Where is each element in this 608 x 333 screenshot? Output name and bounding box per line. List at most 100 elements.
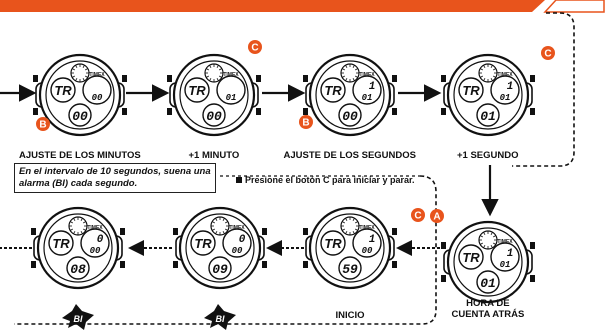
right-top-digits: 0 — [239, 234, 246, 246]
button-letter: C — [251, 43, 258, 54]
left-subdial — [50, 77, 76, 103]
bottom-digits: 00 — [206, 109, 222, 124]
bottom-digits: 09 — [212, 262, 228, 277]
left-subdial — [48, 230, 74, 256]
mode-indicator: TR — [54, 83, 72, 98]
right-bottom-digits: 00 — [362, 246, 373, 256]
brand-logo: TIMEX — [223, 72, 239, 78]
button-letter: B — [302, 118, 309, 129]
bottom-digits: 00 — [72, 109, 88, 124]
right-subdial — [490, 242, 520, 272]
button-c-callout: C — [411, 208, 425, 222]
left-subdial — [190, 230, 216, 256]
bottom-subdial — [66, 256, 90, 280]
watch-3: TR TIMEX 101 00 — [303, 53, 397, 137]
bottom-subdial — [338, 256, 362, 280]
brand-logo: TIMEX — [359, 72, 375, 78]
bottom-subdial — [476, 103, 500, 127]
button-letter: C — [544, 49, 551, 60]
watch-7: TR TIMEX 000 09 — [173, 206, 267, 290]
step-label: HORA DE CUENTA ATRÁS — [451, 298, 525, 320]
button-b-callout: B — [36, 117, 50, 131]
beep-burst: BI — [204, 304, 236, 330]
right-bottom-digits: 00 — [90, 246, 101, 256]
bullet-square — [236, 177, 242, 183]
flow-border-top — [512, 12, 575, 167]
step-label: +1 SEGUNDO — [457, 150, 519, 161]
watch-6: TR TIMEX 100 59 — [303, 206, 397, 290]
alarm-note: En el intervalo de 10 segundos, suena un… — [14, 163, 216, 193]
brand-logo: TIMEX — [87, 225, 103, 231]
mode-indicator: TR — [52, 236, 70, 251]
right-top-digits: 1 — [507, 81, 514, 93]
bottom-digits: 01 — [480, 276, 496, 291]
button-c-callout: C — [541, 46, 555, 60]
mode-indicator: TR — [462, 250, 480, 265]
watch-1: TR TIMEX 00 00 — [33, 53, 127, 137]
brand-logo: TIMEX — [359, 225, 375, 231]
beep-burst: BI — [62, 304, 94, 330]
right-subdial — [222, 228, 252, 258]
step-label: +1 MINUTO — [188, 150, 240, 161]
button-letter: C — [414, 211, 421, 222]
right-bottom-digits: 01 — [226, 93, 237, 103]
mode-indicator: TR — [324, 83, 342, 98]
brand-logo: TIMEX — [229, 225, 245, 231]
bottom-subdial — [202, 103, 226, 127]
step-label: AJUSTE DE LOS SEGUNDOS — [283, 150, 417, 161]
start-stop-instruction: Presione el botón C para iniciar y parar… — [236, 175, 415, 185]
right-top-digits: 1 — [369, 234, 376, 246]
left-subdial — [458, 77, 484, 103]
bottom-subdial — [338, 103, 362, 127]
button-c-callout: C — [248, 40, 262, 54]
right-subdial — [82, 75, 112, 105]
right-top-digits: 1 — [369, 81, 376, 93]
brand-logo: TIMEX — [497, 72, 513, 78]
left-subdial — [184, 77, 210, 103]
watch-8: TR TIMEX 000 08 — [31, 206, 125, 290]
header-bar — [0, 0, 545, 12]
beep-label: BI — [216, 314, 225, 324]
mode-indicator: TR — [194, 236, 212, 251]
right-subdial — [352, 75, 382, 105]
bottom-digits: 08 — [70, 262, 86, 277]
flow-border-bottom — [14, 175, 437, 325]
bottom-digits: 01 — [480, 109, 496, 124]
button-letter: B — [39, 120, 46, 131]
step-label: INICIO — [335, 310, 365, 321]
mode-indicator: TR — [462, 83, 480, 98]
right-bottom-digits: 00 — [232, 246, 243, 256]
mode-indicator: TR — [188, 83, 206, 98]
bottom-subdial — [476, 270, 500, 294]
button-b-callout: B — [299, 115, 313, 129]
brand-logo: TIMEX — [89, 72, 105, 78]
left-subdial — [458, 244, 484, 270]
right-subdial — [80, 228, 110, 258]
right-bottom-digits: 01 — [500, 260, 511, 270]
button-letter: A — [433, 212, 440, 223]
left-subdial — [320, 77, 346, 103]
header-tab — [543, 0, 605, 13]
right-bottom-digits: 00 — [92, 93, 103, 103]
step-label: AJUSTE DE LOS MINUTOS — [19, 150, 141, 161]
right-subdial — [490, 75, 520, 105]
brand-logo: TIMEX — [497, 239, 513, 245]
watch-2: TR TIMEX 01 00 — [167, 53, 261, 137]
instruction-text: Presione el botón C para iniciar y parar… — [245, 175, 415, 185]
mode-indicator: TR — [324, 236, 342, 251]
right-subdial — [352, 228, 382, 258]
right-top-digits: 1 — [507, 248, 514, 260]
right-top-digits: 0 — [97, 234, 104, 246]
bottom-subdial — [208, 256, 232, 280]
right-bottom-digits: 01 — [500, 93, 511, 103]
bottom-digits: 59 — [342, 262, 358, 277]
right-bottom-digits: 01 — [362, 93, 373, 103]
beep-label: BI — [74, 314, 83, 324]
bottom-subdial — [68, 103, 92, 127]
bottom-digits: 00 — [342, 109, 358, 124]
right-subdial — [216, 75, 246, 105]
button-a-callout: A — [430, 209, 444, 223]
